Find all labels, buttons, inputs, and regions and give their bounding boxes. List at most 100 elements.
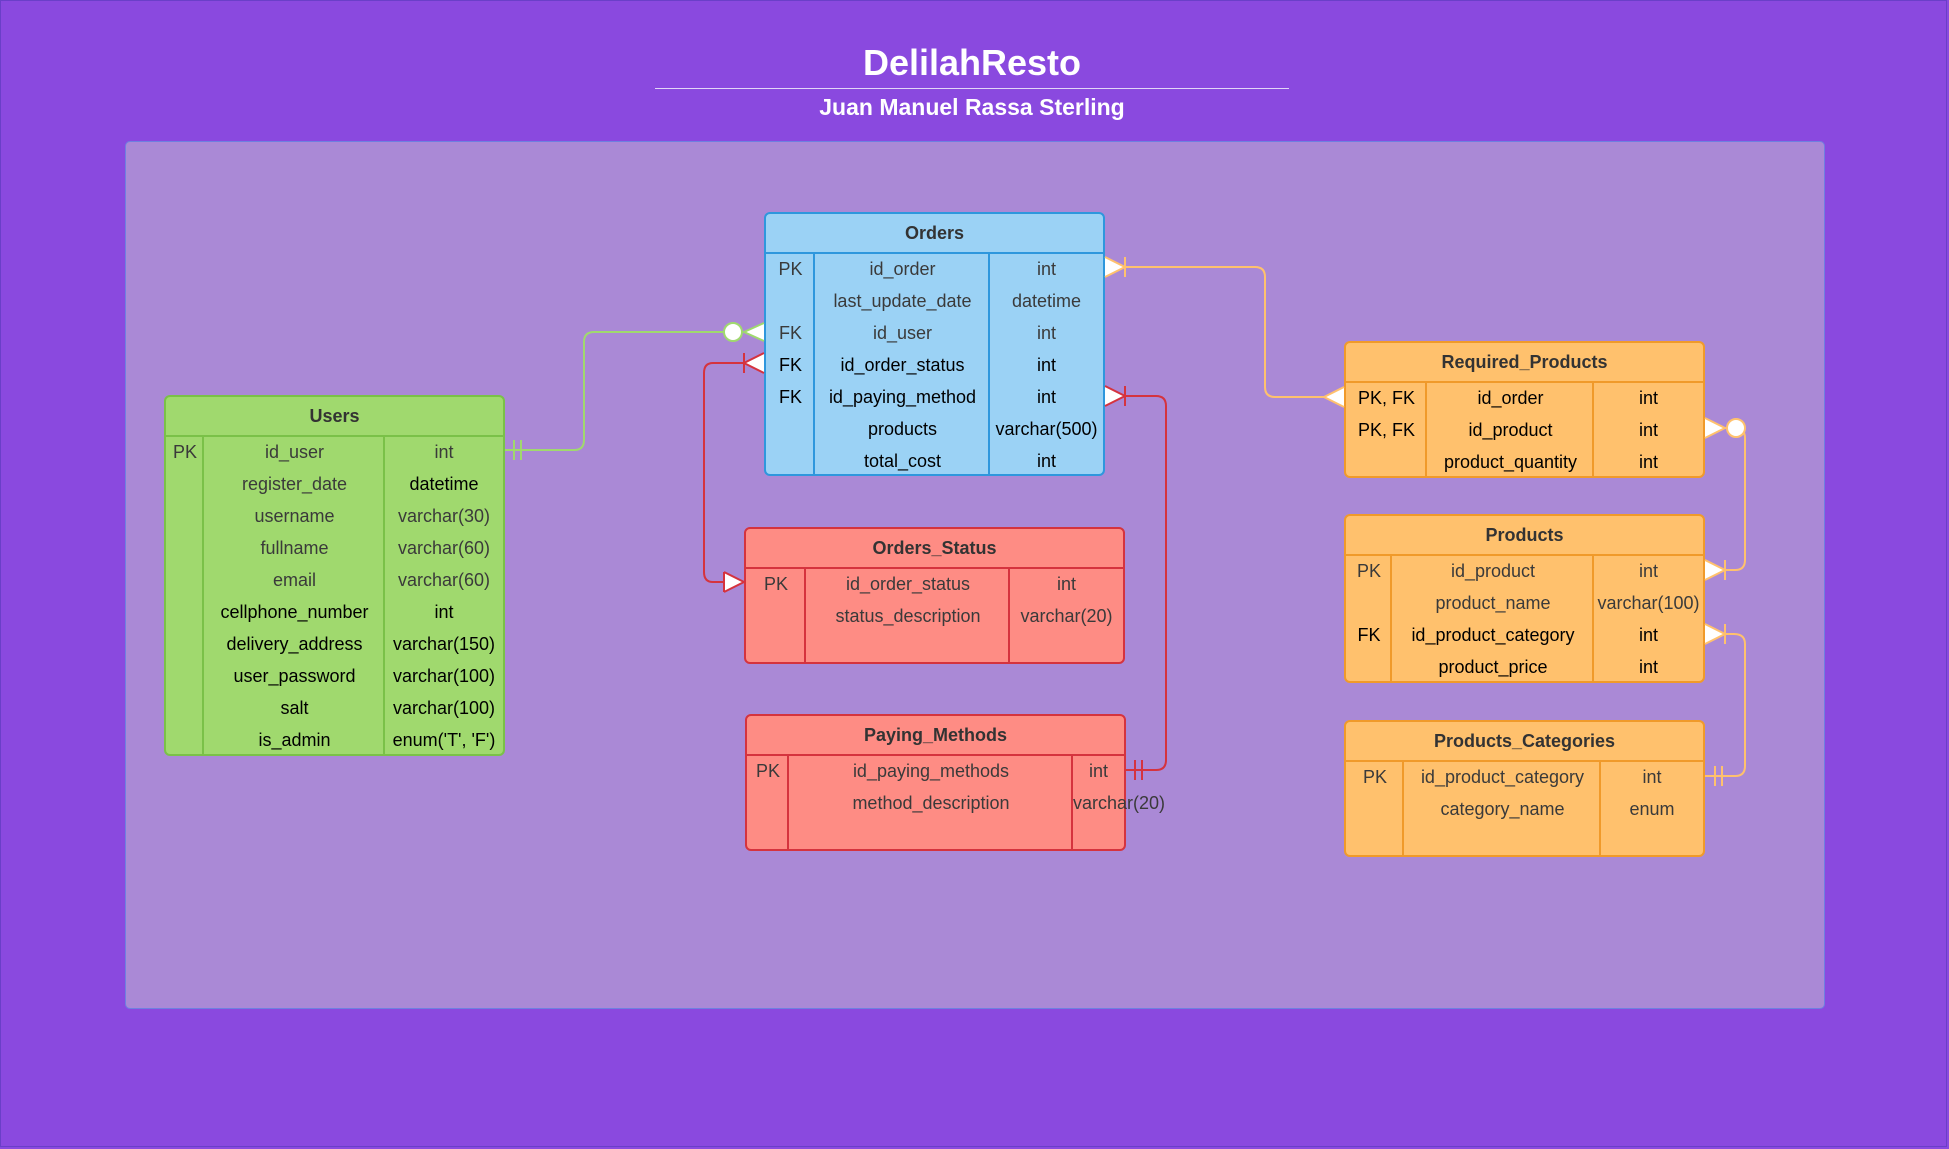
column-divider (1008, 567, 1010, 662)
diagram-subtitle: Juan Manuel Rassa Sterling (819, 94, 1125, 120)
column-divider (1592, 381, 1594, 476)
field-cell: salt (280, 698, 309, 718)
field-cell: category_name (1440, 799, 1565, 819)
column-divider (1599, 760, 1601, 855)
type-cell: enum('T', 'F') (392, 730, 496, 750)
entity-header[interactable]: Paying_Methods (747, 716, 1124, 756)
type-cell: int (434, 442, 454, 462)
field-cell: id_order (1477, 388, 1544, 408)
key-cell: FK (778, 323, 802, 343)
type-cell: int (1638, 452, 1658, 472)
type-cell: int (1036, 387, 1056, 407)
entity-header[interactable]: Orders_Status (746, 529, 1123, 569)
key-cell: FK (778, 387, 802, 407)
type-cell: int (1056, 574, 1076, 594)
diagram-title: DelilahResto (862, 42, 1082, 83)
link-categories-products (1704, 623, 1746, 786)
type-cell: varchar(60) (397, 570, 491, 590)
type-cell: int (1036, 259, 1056, 279)
key-cell: PK (763, 574, 788, 594)
column-divider (804, 567, 806, 662)
link-paying-methods-orders (1104, 385, 1167, 780)
field-cell: fullname (260, 538, 329, 558)
field-cell: register_date (241, 474, 348, 494)
entity-header[interactable]: Required_Products (1346, 343, 1703, 383)
field-cell: id_paying_methods (852, 761, 1010, 781)
column-divider (1592, 554, 1594, 681)
column-divider (988, 252, 990, 474)
type-cell: varchar(100) (392, 698, 496, 718)
type-cell: int (1036, 355, 1056, 375)
type-cell: int (1638, 657, 1658, 677)
field-cell: product_price (1438, 657, 1548, 677)
link-orders-status-orders (703, 352, 765, 593)
field-cell: email (272, 570, 316, 590)
type-cell: varchar(500) (995, 419, 1098, 439)
type-cell: int (1036, 451, 1056, 471)
key-cell: FK (1357, 625, 1381, 645)
field-cell: id_product_category (1420, 767, 1585, 787)
field-cell: username (254, 506, 335, 526)
type-cell: int (1642, 767, 1662, 787)
field-cell: cellphone_number (220, 602, 369, 622)
key-cell: FK (778, 355, 802, 375)
key-cell: PK (172, 442, 197, 462)
field-cell: id_order_status (840, 355, 965, 375)
field-cell: id_product_category (1411, 625, 1575, 645)
link-users-orders (505, 322, 765, 460)
key-cell: PK (1362, 767, 1387, 787)
type-cell: int (1036, 323, 1056, 343)
type-cell: varchar(20) (1020, 606, 1113, 626)
column-divider (202, 435, 204, 754)
entity-header[interactable]: Products (1346, 516, 1703, 556)
key-cell: PK, FK (1357, 420, 1415, 440)
field-cell: products (867, 419, 938, 439)
field-cell: last_update_date (833, 291, 972, 311)
link-orders-required-products (1104, 256, 1345, 408)
type-cell: varchar(100) (1597, 593, 1700, 613)
type-cell: int (1638, 625, 1658, 645)
column-divider (787, 754, 789, 849)
title-divider (655, 88, 1289, 89)
type-cell: int (1088, 761, 1108, 781)
key-cell: PK, FK (1357, 388, 1415, 408)
type-cell: int (1638, 420, 1658, 440)
field-cell: id_product (1468, 420, 1553, 440)
type-cell: int (1638, 561, 1658, 581)
field-cell: product_name (1435, 593, 1551, 613)
column-divider (383, 435, 385, 754)
field-cell: id_user (264, 442, 325, 462)
entity-header[interactable]: Users (166, 397, 503, 437)
entity-header[interactable]: Products_Categories (1346, 722, 1703, 762)
type-cell: datetime (409, 474, 479, 494)
field-cell: status_description (835, 606, 981, 626)
field-cell: product_quantity (1443, 452, 1578, 472)
field-cell: delivery_address (226, 634, 363, 654)
type-cell: int (1638, 388, 1658, 408)
type-cell: varchar(60) (397, 538, 491, 558)
type-cell: datetime (1011, 291, 1082, 311)
column-divider (1071, 754, 1073, 849)
field-cell: id_order_status (845, 574, 971, 594)
field-cell: id_product (1450, 561, 1536, 581)
field-cell: id_order (869, 259, 936, 279)
column-divider (813, 252, 815, 474)
key-cell: PK (778, 259, 803, 279)
field-cell: id_paying_method (828, 387, 977, 407)
type-cell: int (434, 602, 454, 622)
field-cell: is_admin (258, 730, 331, 750)
key-cell: PK (755, 761, 780, 781)
entity-header[interactable]: Orders (766, 214, 1103, 254)
column-divider (1425, 381, 1427, 476)
field-cell: user_password (233, 666, 356, 686)
link-products-required-products (1704, 417, 1746, 581)
